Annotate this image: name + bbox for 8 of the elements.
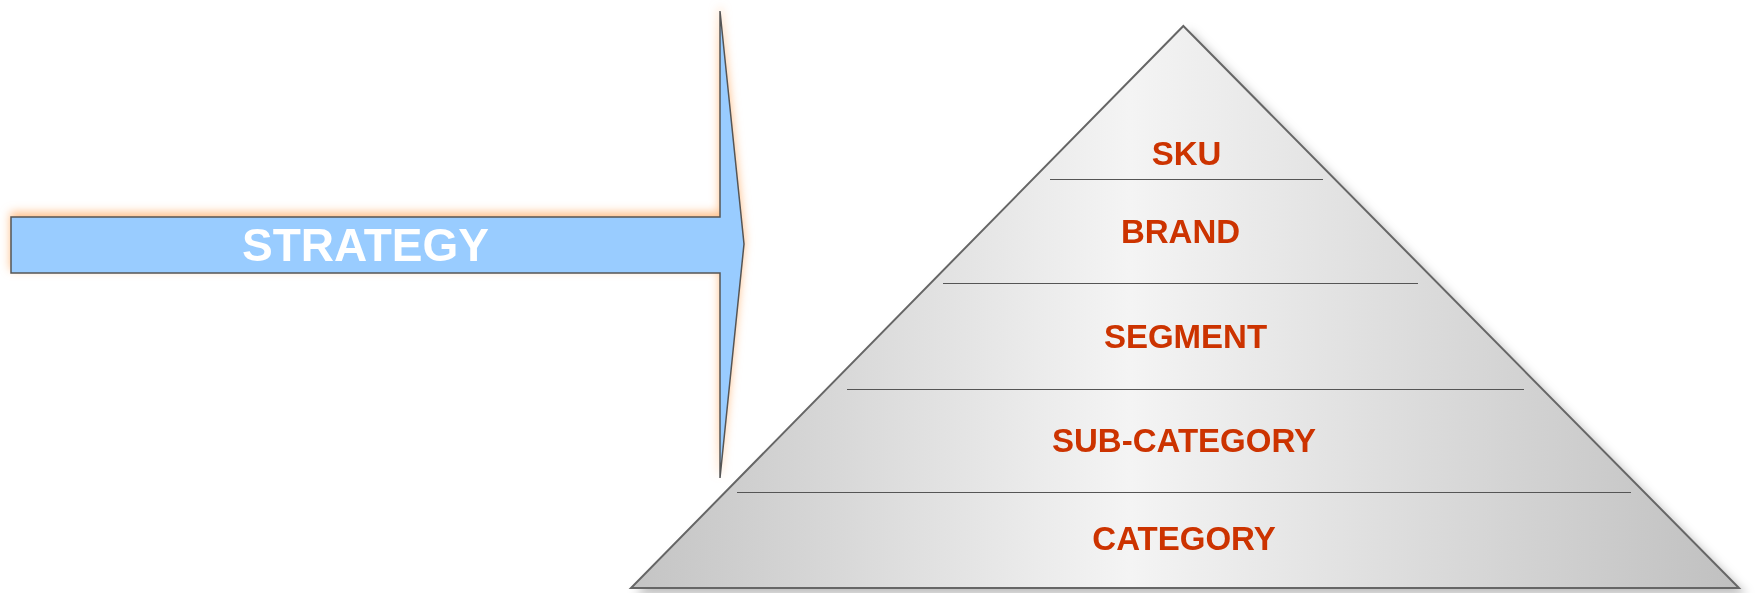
level-label: SUB-CATEGORY [1052,422,1316,460]
level-label: SKU [1151,134,1222,173]
level-label: SEGMENT [1103,317,1268,356]
arrow-label: STRATEGY [240,218,491,272]
block-arrow [11,11,746,479]
level-label: CATEGORY [1092,520,1276,558]
level-label: BRAND [1120,212,1241,251]
pyramid [630,25,1740,589]
